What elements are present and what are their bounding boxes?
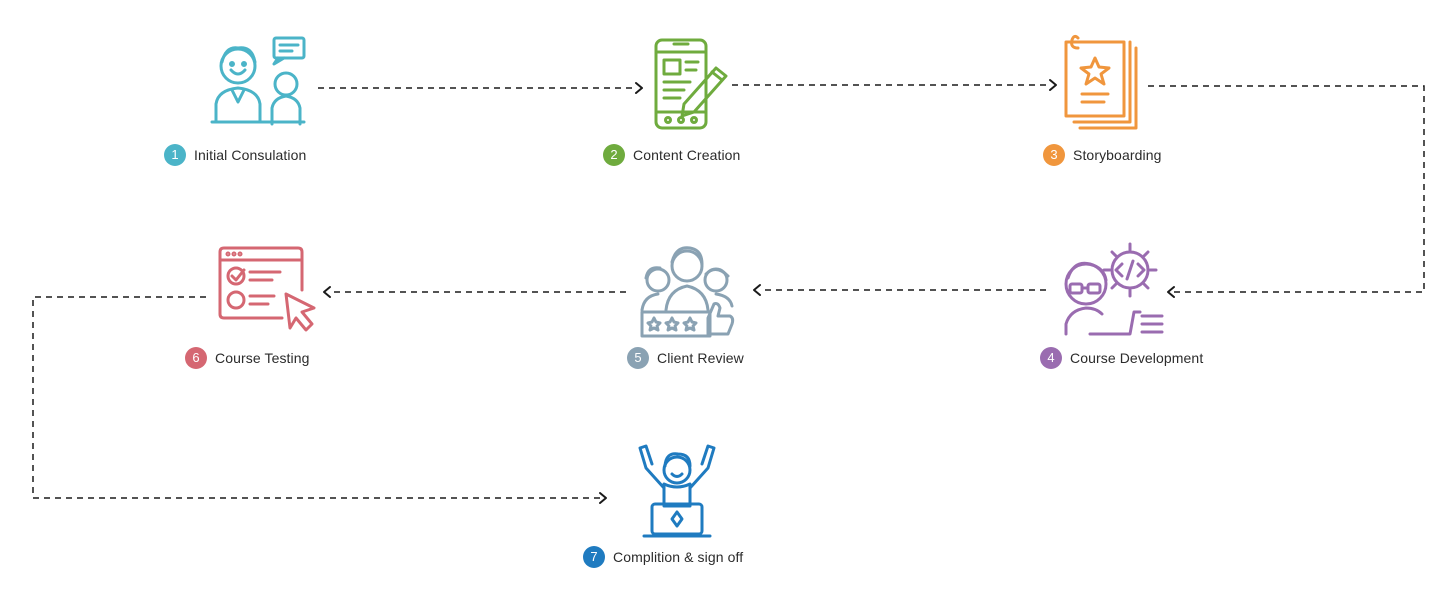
step-5: 5 Client Review — [627, 347, 744, 369]
step-3: 3 Storyboarding — [1043, 144, 1161, 166]
testing-icon — [218, 246, 316, 332]
client-review-icon — [640, 246, 735, 338]
step-2: 2 Content Creation — [603, 144, 740, 166]
connector-3-4 — [1148, 85, 1425, 293]
storyboard-icon — [1064, 34, 1138, 130]
arrowhead-to-2 — [635, 82, 643, 94]
development-icon — [1064, 242, 1164, 336]
step-label: Client Review — [657, 350, 744, 366]
step-number-badge: 2 — [603, 144, 625, 166]
step-6: 6 Course Testing — [185, 347, 310, 369]
step-label: Content Creation — [633, 147, 741, 163]
step-number-badge: 4 — [1040, 347, 1062, 369]
step-number-badge: 7 — [583, 546, 605, 568]
step-4: 4 Course Development — [1040, 347, 1203, 369]
step-1: 1 Initial Consulation — [164, 144, 306, 166]
content-creation-icon — [654, 38, 728, 130]
step-number-badge: 1 — [164, 144, 186, 166]
arrowhead-to-5 — [753, 284, 761, 296]
step-label: Course Development — [1070, 350, 1204, 366]
step-label: Storyboarding — [1073, 147, 1162, 163]
arrowhead-to-4 — [1167, 286, 1175, 298]
step-label: Initial Consulation — [194, 147, 307, 163]
step-number-badge: 5 — [627, 347, 649, 369]
celebration-icon — [638, 444, 716, 538]
step-label: Course Testing — [215, 350, 310, 366]
step-label: Complition & sign off — [613, 549, 744, 565]
step-number-badge: 6 — [185, 347, 207, 369]
arrowhead-to-6 — [323, 286, 331, 298]
arrowhead-to-3 — [1049, 79, 1057, 91]
step-7: 7 Complition & sign off — [583, 546, 743, 568]
consultation-icon — [210, 36, 306, 126]
step-number-badge: 3 — [1043, 144, 1065, 166]
arrowhead-to-7 — [599, 492, 607, 504]
